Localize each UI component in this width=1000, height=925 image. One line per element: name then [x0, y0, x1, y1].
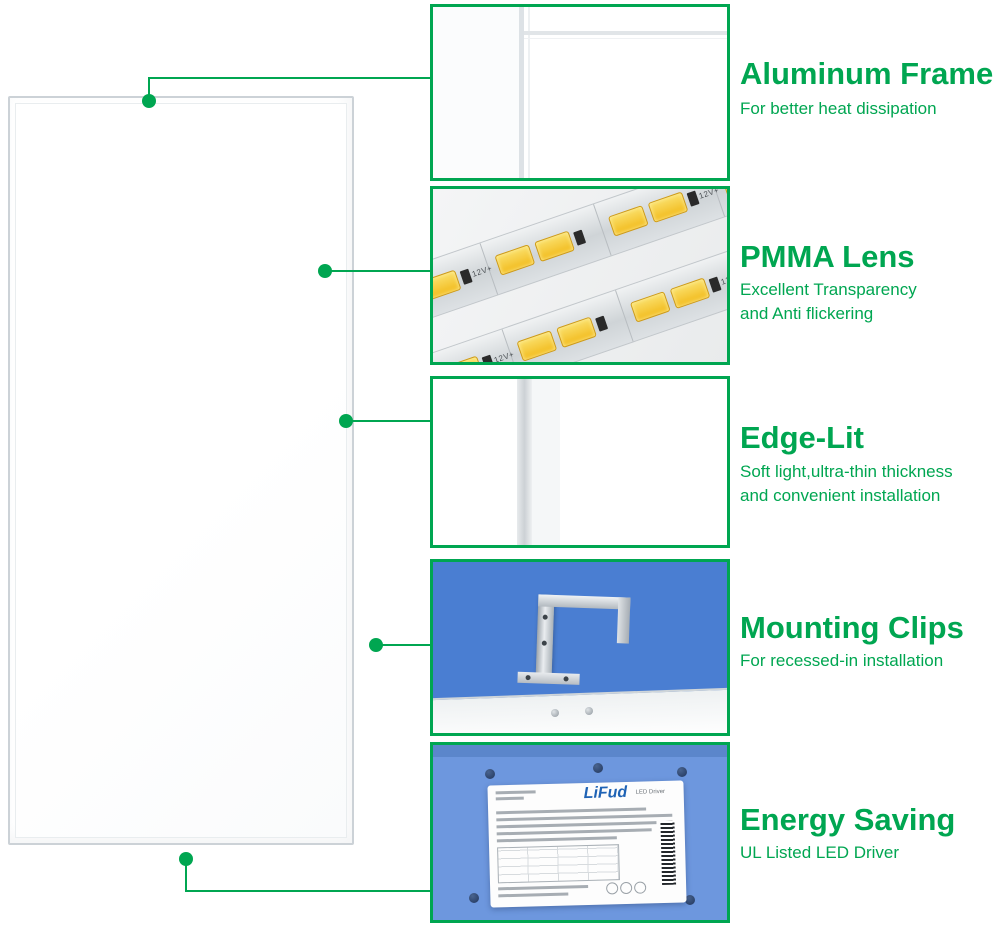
panel-back-edge: [433, 745, 727, 757]
certification-mark-icon: [634, 881, 647, 894]
driver-type: LED Driver: [635, 788, 666, 796]
feature-subtitle-mounting-clips: For recessed-in installation: [740, 651, 944, 670]
strip-divider: [729, 251, 730, 302]
led-chip: [516, 330, 558, 362]
connector-line-edge-lit: [352, 420, 430, 422]
feature-title-energy-saving: Energy Saving: [740, 802, 956, 837]
feature-title-edge-lit: Edge-Lit: [740, 420, 864, 455]
led-chip: [433, 269, 462, 302]
label-text-line: [498, 892, 569, 898]
led-chip: [629, 291, 671, 323]
screw: [677, 767, 687, 777]
feature-box-aluminum-frame: [430, 4, 730, 181]
feature-subtitle-line: and Anti flickering: [740, 304, 874, 323]
connector-line-aluminum-frame: [148, 77, 430, 79]
resistor-chip: [595, 315, 609, 332]
feature-subtitle-pmma-lens: Excellent Transparency and Anti flickeri…: [740, 278, 917, 326]
connector-dot-aluminum-frame: [142, 94, 156, 108]
label-text-line: [496, 836, 617, 843]
led-chip: [607, 205, 649, 237]
barcode: [660, 820, 677, 886]
feature-subtitle-line: Excellent Transparency: [740, 280, 917, 299]
screw: [585, 707, 593, 715]
strip-divider: [593, 204, 612, 256]
panel-edge: [433, 687, 727, 733]
label-text-line: [495, 796, 524, 801]
connector-line-mounting-clips: [382, 644, 430, 646]
label-text-line: [496, 807, 647, 815]
led-chip: [494, 244, 536, 276]
label-text-line: [498, 884, 589, 891]
panel-edge-strip: [517, 379, 532, 545]
led-panel: [8, 96, 354, 845]
feature-subtitle-aluminum-frame: For better heat dissipation: [740, 99, 937, 118]
connector-line-energy-saving-vertical: [185, 865, 187, 892]
certification-mark-icon: [620, 881, 633, 895]
led-chip: [556, 316, 597, 349]
label-text-line: [496, 821, 657, 829]
label-text-line: [496, 813, 673, 822]
driver-brand: LiFud: [583, 783, 628, 803]
frame-photo-background: [433, 7, 519, 178]
feature-box-pmma-lens: 12V+ 12V+ 12V+ 12V+: [430, 186, 730, 365]
label-text-line: [495, 790, 536, 795]
led-chip: [647, 191, 689, 224]
connector-dot-energy-saving: [179, 852, 193, 866]
voltage-label: 12V+: [492, 349, 516, 365]
led-chip: [442, 355, 484, 362]
feature-subtitle-line: and convenient installation: [740, 486, 941, 505]
feature-subtitle-energy-saving: UL Listed LED Driver: [740, 843, 900, 862]
connector-dot-edge-lit: [339, 414, 353, 428]
certification-mark-icon: [606, 882, 619, 895]
mounting-clip: [501, 579, 665, 697]
connector-line-energy-saving: [185, 890, 430, 892]
strip-divider: [615, 290, 634, 342]
led-chip: [721, 189, 727, 198]
screw: [485, 769, 495, 779]
screw: [685, 895, 695, 905]
led-driver-label: LiFud LED Driver: [487, 780, 687, 908]
screw: [593, 763, 603, 773]
connector-dot-pmma-lens: [318, 264, 332, 278]
clip-hook: [616, 597, 631, 644]
feature-box-energy-saving: LiFud LED Driver: [430, 742, 730, 923]
feature-title-mounting-clips: Mounting Clips: [740, 610, 964, 645]
voltage-label: 12V+: [719, 271, 730, 287]
frame-horizontal-edge-highlight: [524, 38, 727, 39]
screw: [551, 709, 559, 717]
screw: [469, 893, 479, 903]
feature-subtitle-line: Soft light,ultra-thin thickness: [740, 462, 953, 481]
panel-edge-soft-band: [532, 379, 560, 545]
screw-hole: [542, 614, 548, 620]
feature-title-pmma-lens: PMMA Lens: [740, 239, 915, 274]
feature-subtitle-edge-lit: Soft light,ultra-thin thickness and conv…: [740, 460, 953, 508]
frame-vertical-edge: [519, 7, 524, 178]
resistor-chip: [573, 229, 587, 246]
connector-line-aluminum-frame-vertical: [148, 77, 150, 97]
frame-horizontal-edge: [524, 31, 727, 35]
frame-vertical-edge-highlight: [528, 7, 530, 178]
led-chip: [534, 230, 575, 263]
screw-hole: [541, 640, 547, 646]
label-text-line: [496, 828, 652, 836]
connector-dot-mounting-clips: [369, 638, 383, 652]
connector-line-pmma-lens: [331, 270, 430, 272]
led-chip: [669, 277, 711, 310]
feature-title-aluminum-frame: Aluminum Frame: [740, 56, 994, 91]
label-spec-table: [497, 844, 620, 884]
feature-box-mounting-clips: [430, 559, 730, 736]
feature-box-edge-lit: [430, 376, 730, 548]
led-panel-face: [15, 103, 347, 838]
